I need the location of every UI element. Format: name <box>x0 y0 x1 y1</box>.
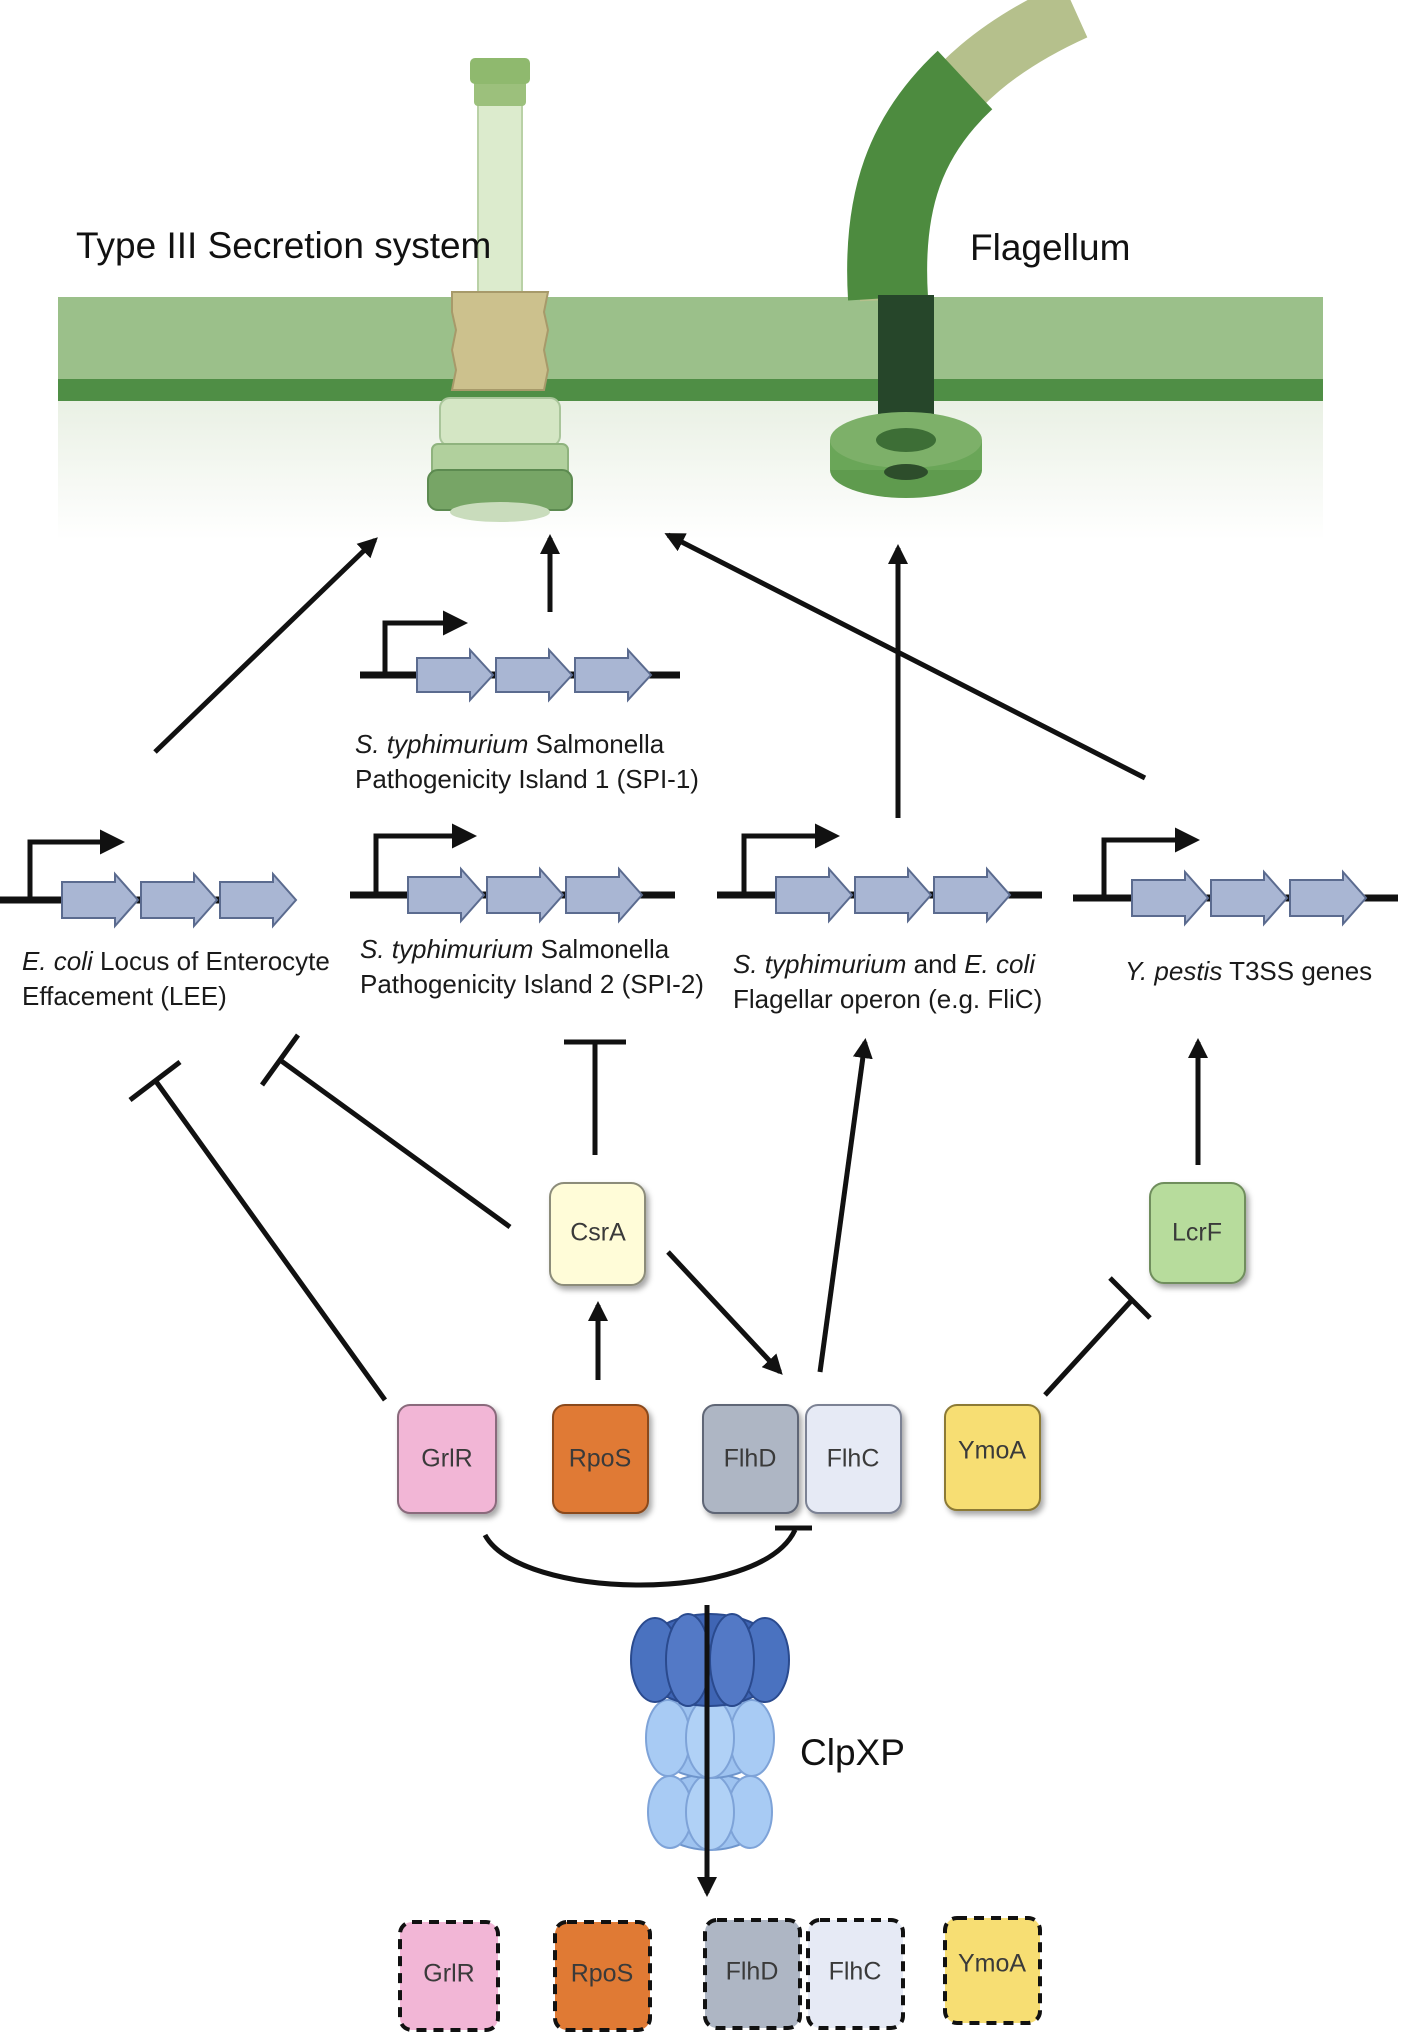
spi1-label-line1: S. typhimurium Salmonella <box>355 729 665 759</box>
spi1-label-line2: Pathogenicity Island 1 (SPI-1) <box>355 764 699 794</box>
flhd-label: FlhD <box>724 1445 777 1473</box>
grlr-box <box>397 1404 497 1514</box>
csra-repress-lee-bar <box>259 1033 301 1087</box>
degraded-grlr-label: GrlR <box>423 1960 474 1988</box>
flhdc-to-flagellar-arrow <box>817 1038 873 1373</box>
flag-operon-label-line1: S. typhimurium and E. coli <box>733 949 1036 979</box>
lee-operon <box>0 829 298 929</box>
degraded-rpos-label: RpoS <box>571 1960 634 1988</box>
grlr-label: GrlR <box>421 1445 472 1473</box>
lcrf-box <box>1149 1182 1246 1284</box>
lee-label-line1: E. coli Locus of Enterocyte <box>22 946 330 976</box>
clpxp-middle-ring <box>645 1697 775 1779</box>
ymoa-box <box>944 1404 1041 1511</box>
clpxp-top-ring <box>630 1613 790 1707</box>
ypestis-label: Y. pestis T3SS genes <box>1125 956 1372 986</box>
degraded-flhc-box <box>806 1918 905 2030</box>
ymoa-repress-lcrf-line <box>1043 1298 1134 1397</box>
spi2-label-line2: Pathogenicity Island 2 (SPI-2) <box>360 969 704 999</box>
spi2-operon <box>350 823 675 924</box>
flagellum-structure <box>830 0 1088 498</box>
spi1-operon <box>360 610 680 703</box>
csra-label: CsrA <box>570 1219 626 1247</box>
flagellum-title: Flagellum <box>970 227 1130 268</box>
clpxp-label: ClpXP <box>800 1732 905 1773</box>
rpos-label: RpoS <box>569 1445 632 1473</box>
flhc-label: FlhC <box>827 1445 880 1473</box>
degraded-flhc-label: FlhC <box>829 1958 882 1986</box>
degraded-rpos-box <box>553 1920 652 2032</box>
spi1-gene-arrows <box>416 647 653 703</box>
spi2-label-line1: S. typhimurium Salmonella <box>360 934 670 964</box>
degraded-flhd-label: FlhD <box>726 1958 779 1986</box>
t3ss-structure <box>427 58 573 522</box>
csra-repress-lee-line <box>278 1057 512 1230</box>
clpxp-protease <box>630 1605 790 1897</box>
flhc-box <box>805 1404 902 1514</box>
ypestis-to-t3ss-arrow <box>664 532 1147 781</box>
grlr-repress-lee-line <box>152 1078 388 1402</box>
degraded-grlr-box <box>398 1920 500 2032</box>
flhd-box <box>702 1404 799 1514</box>
degraded-flhd-box <box>703 1918 802 2030</box>
grlr-repress-flhdc-curve <box>482 1528 798 1588</box>
lee-to-t3ss-arrow <box>153 537 378 754</box>
lee-label-line2: Effacement (LEE) <box>22 981 227 1011</box>
flag-operon-label-line2: Flagellar operon (e.g. FliC) <box>733 984 1042 1014</box>
degraded-ymoa-box <box>943 1916 1042 2025</box>
cell-membrane <box>58 297 1323 540</box>
ymoa-label: YmoA <box>958 1437 1026 1465</box>
lcrf-label: LcrF <box>1172 1219 1222 1247</box>
clpxp-bottom-ring <box>647 1773 773 1851</box>
degraded-ymoa-label: YmoA <box>958 1950 1026 1978</box>
csra-to-flhdc-arrow <box>666 1250 783 1375</box>
ymoa-repress-lcrf-bar <box>1108 1276 1152 1320</box>
regulatory-edges <box>128 532 1208 1588</box>
t3ss-title: Type III Secretion system <box>76 225 491 266</box>
rpos-box <box>552 1404 649 1514</box>
ypestis-operon <box>1073 827 1398 927</box>
flagellar-operon <box>717 823 1042 924</box>
grlr-repress-lee-bar <box>128 1060 182 1102</box>
csra-box <box>549 1182 646 1286</box>
